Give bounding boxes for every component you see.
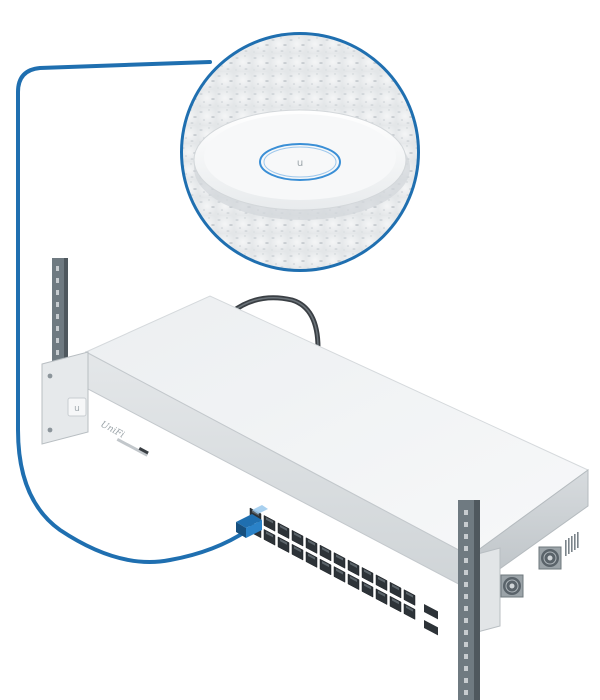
rack-hole bbox=[56, 350, 59, 355]
rack-hole bbox=[464, 582, 468, 587]
vent-slot bbox=[574, 534, 576, 550]
ethernet-port bbox=[361, 566, 374, 584]
led-ring bbox=[259, 143, 341, 181]
rack-post-right bbox=[458, 500, 480, 700]
rack-hole bbox=[464, 618, 468, 623]
vent-slot bbox=[565, 540, 567, 556]
ethernet-port bbox=[333, 552, 346, 569]
rack-hole bbox=[464, 534, 468, 539]
fan-icon bbox=[538, 546, 562, 570]
rack-hole bbox=[464, 546, 468, 551]
rack-hole bbox=[56, 266, 59, 271]
ethernet-port bbox=[389, 581, 402, 599]
rack-hole bbox=[56, 326, 59, 331]
rack-switch-icon: u UniFi bbox=[41, 295, 589, 636]
front-logo-badge bbox=[67, 397, 87, 417]
ethernet-port bbox=[319, 558, 332, 576]
rack-hole bbox=[56, 338, 59, 343]
ethernet-port bbox=[305, 551, 318, 568]
sfp-port-array bbox=[424, 604, 438, 636]
ethernet-port bbox=[277, 536, 290, 554]
rack-hole bbox=[56, 278, 59, 283]
rack-hole bbox=[56, 302, 59, 307]
sfp-port bbox=[424, 620, 438, 636]
ethernet-port bbox=[263, 529, 276, 546]
rack-hole bbox=[56, 290, 59, 295]
fan-icon bbox=[500, 574, 524, 598]
ethernet-port bbox=[347, 573, 360, 591]
rack-hole bbox=[464, 570, 468, 575]
rack-hole bbox=[464, 678, 468, 683]
ethernet-port bbox=[375, 574, 388, 591]
rj45-plug-icon bbox=[236, 505, 268, 538]
ethernet-port bbox=[277, 522, 290, 540]
rack-hole bbox=[464, 630, 468, 635]
vent-slot bbox=[571, 536, 573, 552]
rack-hole bbox=[464, 510, 468, 515]
ethernet-port bbox=[403, 589, 416, 606]
vent-grille bbox=[565, 532, 579, 556]
ethernet-port bbox=[403, 603, 416, 620]
ethernet-port bbox=[305, 537, 318, 554]
brand-label: UniFi bbox=[99, 420, 126, 441]
rack-hole bbox=[464, 642, 468, 647]
ethernet-port bbox=[263, 515, 276, 532]
rack-hole bbox=[464, 522, 468, 527]
ceiling-magnifier: u bbox=[180, 32, 420, 272]
ethernet-port bbox=[347, 559, 360, 577]
rack-hole bbox=[56, 314, 59, 319]
rack-hole bbox=[464, 594, 468, 599]
ethernet-port bbox=[375, 588, 388, 605]
rack-hole bbox=[464, 606, 468, 611]
ethernet-port bbox=[389, 595, 402, 613]
rack-hole bbox=[464, 558, 468, 563]
ethernet-port bbox=[361, 580, 374, 598]
vent-slot bbox=[568, 538, 570, 554]
sfp-port bbox=[424, 604, 438, 620]
ethernet-port bbox=[291, 529, 304, 547]
vent-slot bbox=[577, 532, 579, 548]
ethernet-port bbox=[319, 544, 332, 562]
ceiling-access-point-icon: u bbox=[193, 109, 407, 211]
ap-logo-icon: u bbox=[297, 158, 303, 169]
ethernet-cable bbox=[16, 60, 250, 564]
ethernet-port-array bbox=[249, 507, 416, 620]
ethernet-port bbox=[291, 543, 304, 561]
rack-hole bbox=[464, 690, 468, 695]
rack-hole bbox=[464, 666, 468, 671]
rack-hole bbox=[464, 654, 468, 659]
ethernet-port bbox=[333, 566, 346, 583]
fan-vent-array bbox=[500, 546, 562, 598]
svg-text:u: u bbox=[74, 404, 80, 414]
